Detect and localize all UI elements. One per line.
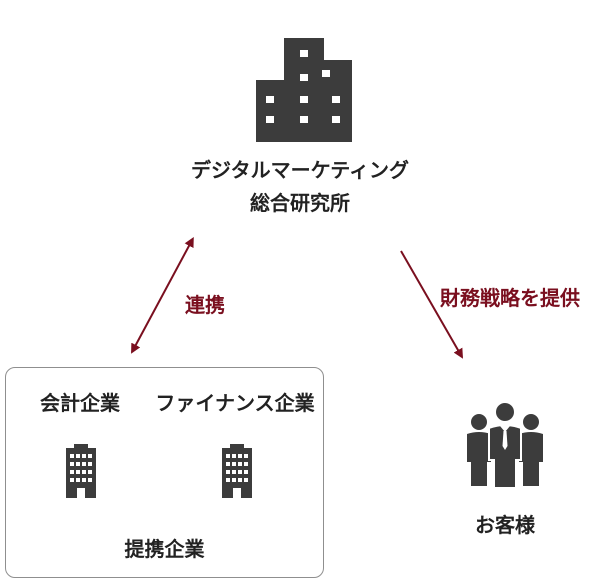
service-arrow	[400, 250, 463, 359]
finance-building-icon	[220, 444, 254, 498]
customers-label: お客様	[475, 513, 535, 537]
partner-label-finance: ファイナンス企業	[155, 391, 315, 415]
accounting-building-icon	[64, 444, 98, 498]
partner-companies-title: 提携企業	[124, 537, 205, 561]
institute-name-line2: 総合研究所	[250, 191, 350, 215]
partner-companies-box	[5, 367, 324, 578]
partner-label-accounting: 会計企業	[40, 391, 120, 415]
customers-business-people-icon	[465, 402, 545, 488]
institute-building-icon	[256, 38, 352, 142]
partnership-arrow	[131, 236, 194, 354]
institute-name-line1: デジタルマーケティング	[191, 158, 409, 182]
service-label: 財務戦略を提供	[440, 286, 580, 310]
partnership-label: 連携	[185, 293, 225, 317]
